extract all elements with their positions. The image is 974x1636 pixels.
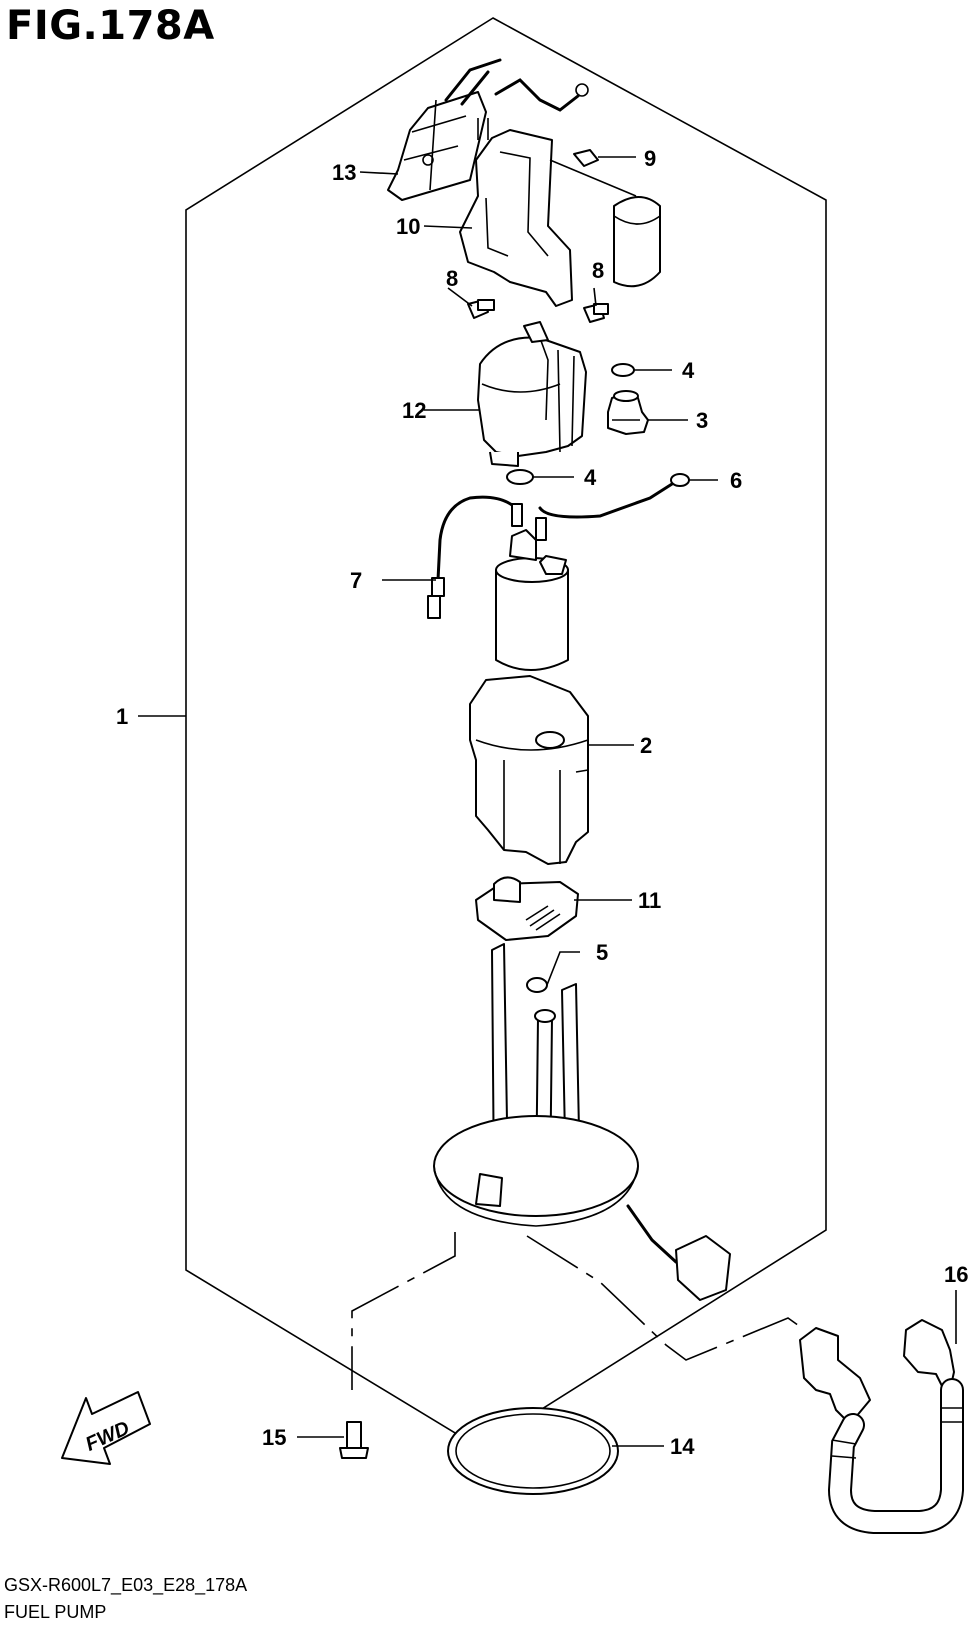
assembly-guide-lines xyxy=(351,1232,803,1390)
figure-title: FIG.178A xyxy=(6,3,215,49)
callout-10: 10 xyxy=(396,214,420,239)
fwd-arrow: FWD xyxy=(61,1391,151,1465)
figure-caption: FUEL PUMP xyxy=(4,1602,107,1622)
part-8-screw-right xyxy=(583,303,609,323)
callout-11: 11 xyxy=(638,888,661,913)
callout-8-left: 8 xyxy=(446,266,458,291)
part-14-gasket xyxy=(447,1407,619,1495)
callout-4-upper: 4 xyxy=(682,358,695,383)
part-5-oring xyxy=(526,977,548,993)
callout-3: 3 xyxy=(696,408,708,433)
part-12-housing xyxy=(477,321,587,467)
callout-1: 1 xyxy=(116,704,128,729)
fuel-pump-motor xyxy=(495,529,569,671)
part-8-screw-left xyxy=(467,299,495,319)
callout-4-lower: 4 xyxy=(584,465,597,490)
callout-15: 15 xyxy=(262,1425,286,1450)
callout-7: 7 xyxy=(350,568,362,593)
part-11-filter xyxy=(475,876,579,941)
part-9-float-assembly xyxy=(549,149,661,288)
callout-12: 12 xyxy=(402,398,426,423)
part-15-bolt xyxy=(339,1421,369,1459)
callout-13: 13 xyxy=(332,160,356,185)
callout-labels: 1 2 3 4 4 5 6 7 8 8 9 10 11 12 13 14 15 … xyxy=(116,146,968,1459)
part-13-connector-plate xyxy=(387,58,502,201)
pump-base-plate xyxy=(433,943,731,1301)
part-16-fuel-hose xyxy=(799,1319,964,1534)
part-4-oring-lower xyxy=(506,469,534,485)
part-10-bracket xyxy=(459,78,589,307)
part-3-regulator xyxy=(607,390,649,435)
callout-2: 2 xyxy=(640,733,652,758)
leader-lines xyxy=(138,156,957,1447)
part-6-ground-wire xyxy=(538,473,690,519)
callout-5: 5 xyxy=(596,940,608,965)
model-code: GSX-R600L7_E03_E28_178A xyxy=(4,1575,248,1595)
part-4-oring-upper xyxy=(611,363,635,377)
part-7-lead-wire xyxy=(427,495,547,619)
callout-6: 6 xyxy=(730,468,742,493)
part-2-pump-case xyxy=(469,675,589,865)
callout-16: 16 xyxy=(944,1262,968,1287)
callout-14: 14 xyxy=(670,1434,695,1459)
callout-9: 9 xyxy=(644,146,656,171)
callout-8-right: 8 xyxy=(592,258,604,283)
